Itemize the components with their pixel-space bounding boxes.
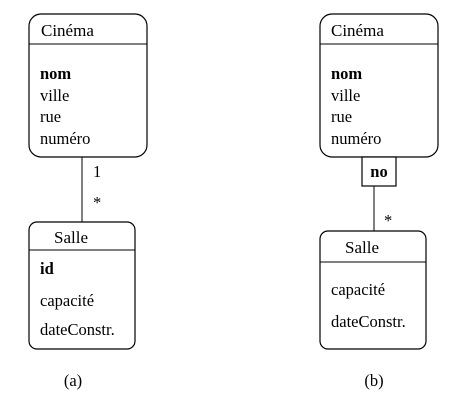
caption-b: (b) [364, 371, 383, 390]
attribute-numero-b: numéro [331, 129, 381, 148]
qualifier-label-b: no [370, 162, 387, 181]
qualifier-box-b [361, 156, 397, 187]
class-name-salle-a: Salle [54, 228, 88, 247]
attribute-ville-b: ville [331, 86, 360, 105]
attribute-nom-a: nom [40, 64, 71, 83]
diagram-a: Cinéma nom ville rue numéro 1 * Salle id… [28, 13, 148, 390]
attribute-dateconstr-a: dateConstr. [40, 320, 115, 339]
attribute-ville-a: ville [40, 86, 69, 105]
class-box-cinema-a [28, 13, 148, 158]
attribute-capacite-b: capacité [331, 280, 385, 299]
class-cinema-b: Cinéma nom ville rue numéro [319, 13, 439, 158]
class-salle-a: Salle id capacité dateConstr. [28, 221, 136, 350]
attribute-rue-b: rue [331, 107, 352, 126]
attribute-id-a: id [40, 259, 54, 278]
class-box-salle-a [28, 221, 136, 350]
attribute-capacite-a: capacité [40, 291, 94, 310]
diagram-b: Cinéma nom ville rue numéro no * Salle c… [319, 13, 439, 390]
class-box-salle-b [319, 230, 427, 350]
attribute-nom-b: nom [331, 64, 362, 83]
multiplicity-one-a: 1 [93, 162, 101, 181]
class-name-cinema-b: Cinéma [331, 21, 384, 40]
class-cinema-a: Cinéma nom ville rue numéro [28, 13, 148, 158]
class-name-cinema-a: Cinéma [41, 21, 94, 40]
attribute-numero-a: numéro [40, 129, 90, 148]
multiplicity-many-b: * [384, 211, 392, 230]
caption-a: (a) [64, 371, 82, 390]
class-salle-b: Salle capacité dateConstr. [319, 230, 427, 350]
qualifier-no-b: no [361, 156, 397, 187]
class-name-salle-b: Salle [345, 238, 379, 257]
attribute-dateconstr-b: dateConstr. [331, 312, 406, 331]
attribute-rue-a: rue [40, 107, 61, 126]
multiplicity-many-a: * [93, 193, 101, 212]
